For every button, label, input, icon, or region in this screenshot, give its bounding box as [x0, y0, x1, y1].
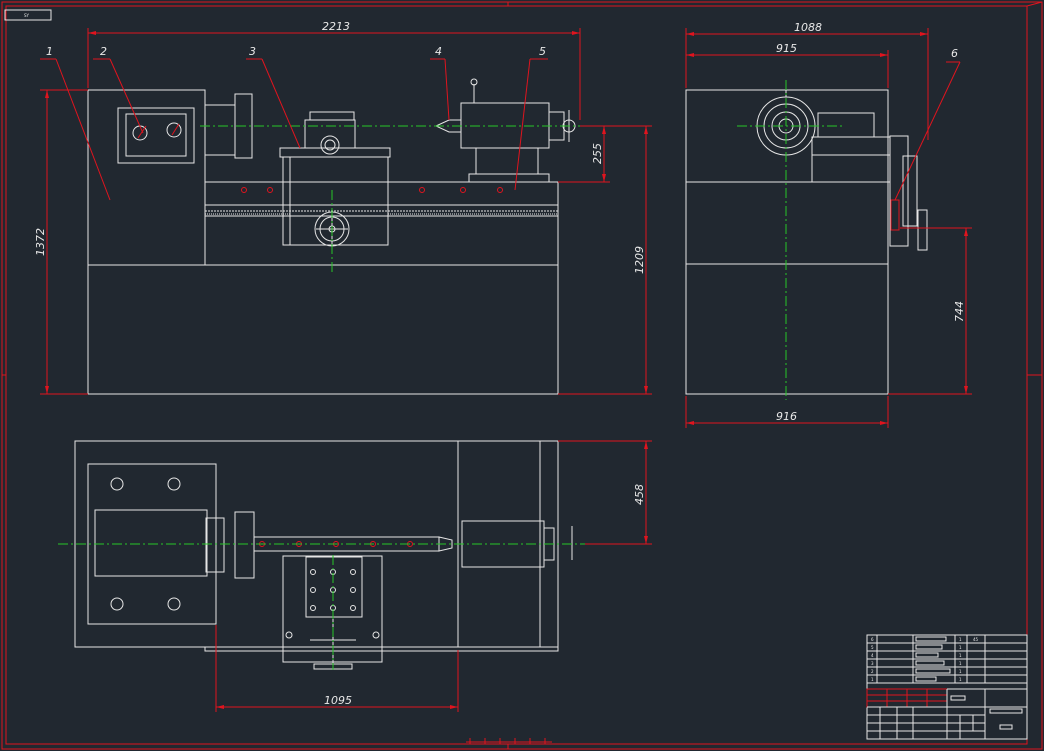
side-view: 6 1088 915 916 — [685, 21, 972, 428]
dim-overall-length: 2213 — [87, 20, 581, 120]
svg-text:4: 4 — [871, 653, 874, 658]
control-knob-right — [166, 122, 182, 138]
sheet-tag-box — [4, 9, 52, 21]
tool-post — [304, 119, 356, 149]
part-number-6: 6 — [951, 47, 958, 60]
dim-overall-height: 1372 — [34, 89, 88, 395]
dim-carriage-span: 1095 — [215, 625, 459, 712]
svg-text:1372: 1372 — [34, 228, 47, 256]
dim-spindle-offset: 255 — [558, 126, 610, 183]
svg-text:1: 1 — [871, 677, 874, 682]
dim-center-height: 1209 — [558, 125, 652, 395]
svg-text:1: 1 — [959, 661, 962, 666]
side-handwheel — [917, 209, 928, 251]
side-body — [685, 89, 889, 395]
part-number-3: 3 — [249, 45, 256, 58]
svg-text:915: 915 — [776, 42, 797, 55]
svg-text:45: 45 — [973, 637, 979, 642]
bottom-edge-marks — [466, 738, 552, 744]
svg-text:1209: 1209 — [633, 246, 646, 274]
dim-upper-width: 915 — [686, 42, 889, 88]
svg-text:6: 6 — [871, 637, 874, 642]
part-number-4: 4 — [435, 45, 442, 58]
svg-text:458: 458 — [633, 484, 646, 505]
svg-text:255: 255 — [591, 143, 604, 164]
part-number-5: 5 — [539, 45, 546, 58]
svg-text:3: 3 — [871, 661, 874, 666]
cross-slide-handwheel — [320, 135, 340, 155]
lathe-base — [87, 264, 559, 395]
part-number-1: 1 — [46, 45, 53, 58]
svg-text:1: 1 — [959, 645, 962, 650]
carriage-apron — [289, 156, 389, 246]
control-panel — [117, 107, 195, 164]
svg-text:1095: 1095 — [324, 694, 352, 707]
bed-rail-holes — [241, 187, 503, 193]
svg-text:744: 744 — [953, 301, 966, 322]
part-number-2: 2 — [100, 45, 107, 58]
headstock — [87, 89, 206, 266]
svg-text:1088: 1088 — [794, 21, 822, 34]
parts-list: 6 1 45 5 1 4 1 3 1 2 1 1 1 — [871, 636, 979, 682]
front-view: 1 2 3 4 5 2213 1372 1209 — [34, 20, 652, 395]
svg-text:916: 916 — [776, 410, 797, 423]
sheet-tag: SY — [24, 13, 30, 18]
svg-text:1: 1 — [959, 653, 962, 658]
svg-text:5: 5 — [871, 645, 874, 650]
svg-text:2: 2 — [871, 669, 874, 674]
svg-text:2213: 2213 — [322, 20, 350, 33]
dim-side-height: 744 — [888, 227, 972, 395]
dim-top-depth: 458 — [558, 440, 652, 545]
dim-top-width: 1088 — [685, 21, 929, 140]
title-block: 6 1 45 5 1 4 1 3 1 2 1 1 1 — [866, 634, 1028, 740]
lathe-bed — [204, 181, 559, 266]
svg-text:1: 1 — [959, 637, 962, 642]
top-view: 458 1095 — [58, 440, 652, 712]
dim-base-width: 916 — [685, 396, 889, 428]
svg-text:1: 1 — [959, 677, 962, 682]
chuck-flange — [234, 93, 253, 159]
svg-text:1: 1 — [959, 669, 962, 674]
